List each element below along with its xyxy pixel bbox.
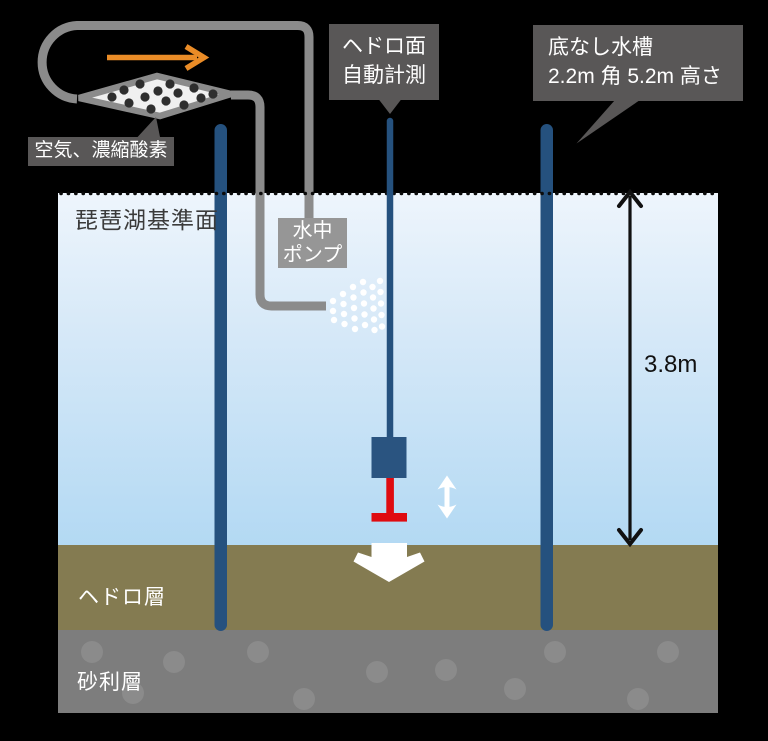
air-supply-label: 空気、濃縮酸素	[28, 137, 174, 166]
sludge-meter-line1: ヘドロ面	[342, 35, 426, 59]
updown-arrow-icon	[437, 475, 457, 519]
sludge-layer-label: ヘドロ層	[78, 586, 166, 609]
flow-direction-arrow-icon	[107, 44, 210, 71]
tank-spec-line2: 2.2m 角 5.2m 高さ	[548, 65, 722, 88]
diffuser-bubbles	[107, 79, 218, 114]
tank-wall-left	[214, 124, 227, 631]
air-supply-text: 空気、濃縮酸素	[34, 140, 168, 162]
tank-spec-label: 底なし水槽 2.2m 角 5.2m 高さ	[533, 25, 743, 101]
air-callout-tail	[133, 117, 161, 142]
sensor-probe-foot	[371, 513, 407, 522]
sludge-meter-line2: 自動計測	[342, 64, 426, 87]
gravel-stones	[81, 641, 679, 710]
depth-value-label: 3.8m	[644, 351, 698, 378]
bubble-spray	[329, 277, 386, 334]
depth-dimension-arrow	[617, 188, 643, 548]
sludge-meter-label: ヘドロ面 自動計測	[329, 24, 439, 100]
sensor-probe-stem	[386, 478, 394, 516]
tank-spec-line1: 底なし水槽	[548, 36, 653, 60]
submersible-pump-label: 水中 ポンプ	[278, 218, 347, 268]
tank-callout-tail	[576, 100, 640, 144]
sensor-body	[371, 437, 407, 478]
pump-line2: ポンプ	[282, 244, 343, 266]
settle-arrow-icon	[353, 543, 425, 582]
pump-riser-tube	[37, 21, 314, 224]
pump-line1: 水中	[292, 220, 333, 242]
lake-reference-plane-label: 琵琶湖基準面	[75, 207, 219, 233]
gravel-layer-band	[58, 630, 718, 713]
tank-wall-right	[540, 124, 553, 631]
meter-callout-tail	[378, 99, 402, 114]
injection-tube	[231, 90, 326, 311]
gravel-layer-label: 砂利層	[77, 671, 143, 694]
